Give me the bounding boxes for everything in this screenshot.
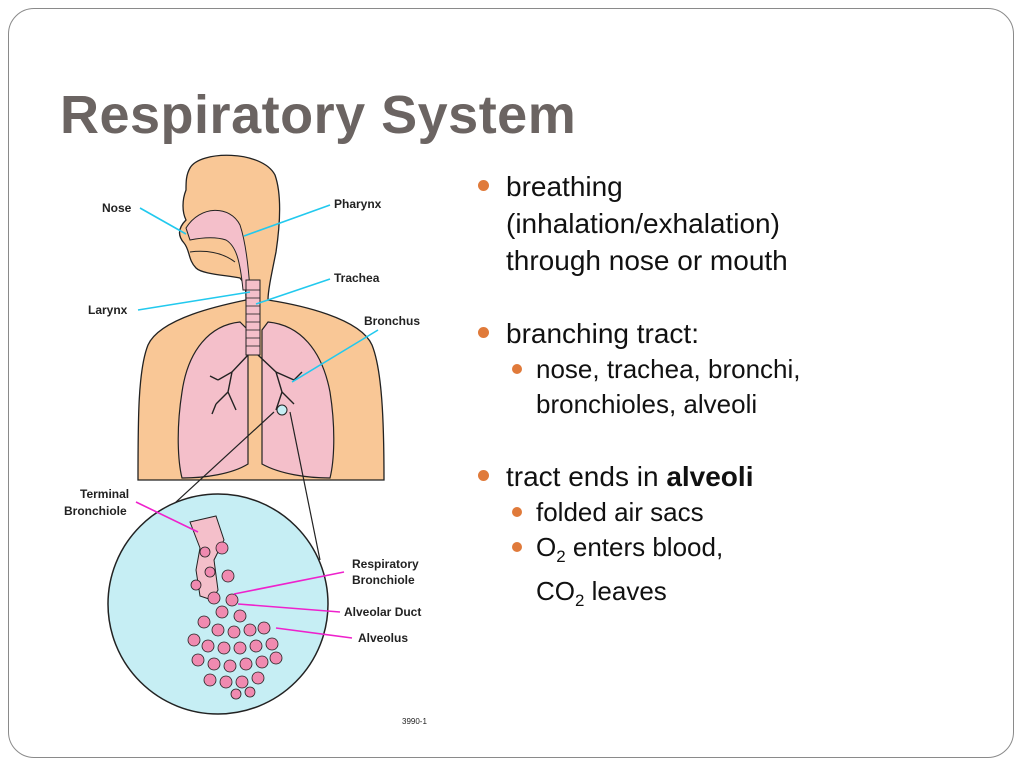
respiratory-diagram: Nose Pharynx Trachea Larynx Bronchus Ter… (64, 154, 427, 726)
mouth (189, 250, 236, 263)
bullet-text: tract ends in (506, 461, 667, 492)
zoom-line (289, 411, 321, 561)
sub-bullet-text: enters blood, (565, 532, 724, 562)
zoom-origin (276, 404, 288, 416)
sub-bullet-text: folded air sacs (536, 497, 704, 527)
label-respiratory-bronchiole: Bronchiole (352, 573, 415, 587)
co2-text: CO (536, 576, 575, 607)
pointer-respiratory-bronchiole (233, 571, 345, 595)
sub-bullet-text: nose, trachea, bronchi, (536, 354, 801, 384)
label-bronchus: Bronchus (364, 314, 420, 328)
bullet-dot (478, 327, 489, 338)
label-larynx: Larynx (88, 303, 128, 317)
bullet-text: (inhalation/exhalation) (506, 208, 780, 239)
pointer-bronchus (291, 329, 379, 383)
pointer-pharynx (243, 204, 331, 237)
pointer-trachea (255, 278, 331, 305)
sub-bullet-dot (512, 542, 522, 552)
label-terminal: Terminal (80, 487, 129, 501)
pointer-alveolus (275, 627, 353, 639)
label-terminal-bronchiole: Bronchiole (64, 504, 127, 518)
pointer-larynx (137, 291, 251, 311)
label-nose: Nose (102, 201, 132, 215)
bullet-dot (478, 180, 489, 191)
bullet-text: breathing (506, 171, 623, 202)
slide-title: Respiratory System (60, 85, 577, 145)
sub-bullet-folded-sacs: folded air sacs (478, 495, 958, 530)
label-pharynx: Pharynx (334, 197, 382, 211)
sub-bullet-dot (512, 507, 522, 517)
bullet-tract-ends: tract ends in alveoli (478, 458, 958, 495)
right-lung (261, 321, 335, 479)
co2-subscript: 2 (575, 591, 585, 611)
trachea (245, 279, 261, 356)
sub-bullet-text: leaves (584, 576, 667, 607)
bronchial-tree (209, 354, 303, 415)
label-trachea: Trachea (334, 271, 380, 285)
alveoli-cluster (187, 541, 283, 700)
sub-bullet-dot (512, 364, 522, 374)
figure-id: 3990-1 (402, 717, 427, 726)
bullet-bold-term: alveoli (666, 461, 754, 492)
sub-bullet-gas-exchange: O2 enters blood, CO2 leaves (478, 530, 958, 618)
bullet-breathing: breathing (inhalation/exhalation) throug… (478, 168, 958, 279)
pointer-terminal-bronchiole (135, 501, 199, 533)
label-alveolus: Alveolus (358, 631, 408, 645)
left-lung (177, 321, 249, 479)
sub-bullet-tract-parts: nose, trachea, bronchi, bronchioles, alv… (478, 352, 958, 422)
o2-text: O (536, 532, 557, 562)
o2-subscript: 2 (556, 547, 566, 567)
bullet-dot (478, 470, 489, 481)
bullet-text: through nose or mouth (506, 245, 788, 276)
bullet-list: breathing (inhalation/exhalation) throug… (478, 168, 958, 618)
label-alveolar-duct: Alveolar Duct (344, 605, 421, 619)
bullet-branching-tract: branching tract: (478, 315, 958, 352)
bullet-text: branching tract: (506, 318, 699, 349)
pointer-nose (139, 207, 187, 235)
label-respiratory: Respiratory (352, 557, 419, 571)
pointer-alveolar-duct (237, 603, 341, 613)
sub-bullet-text: bronchioles, alveoli (536, 389, 758, 419)
